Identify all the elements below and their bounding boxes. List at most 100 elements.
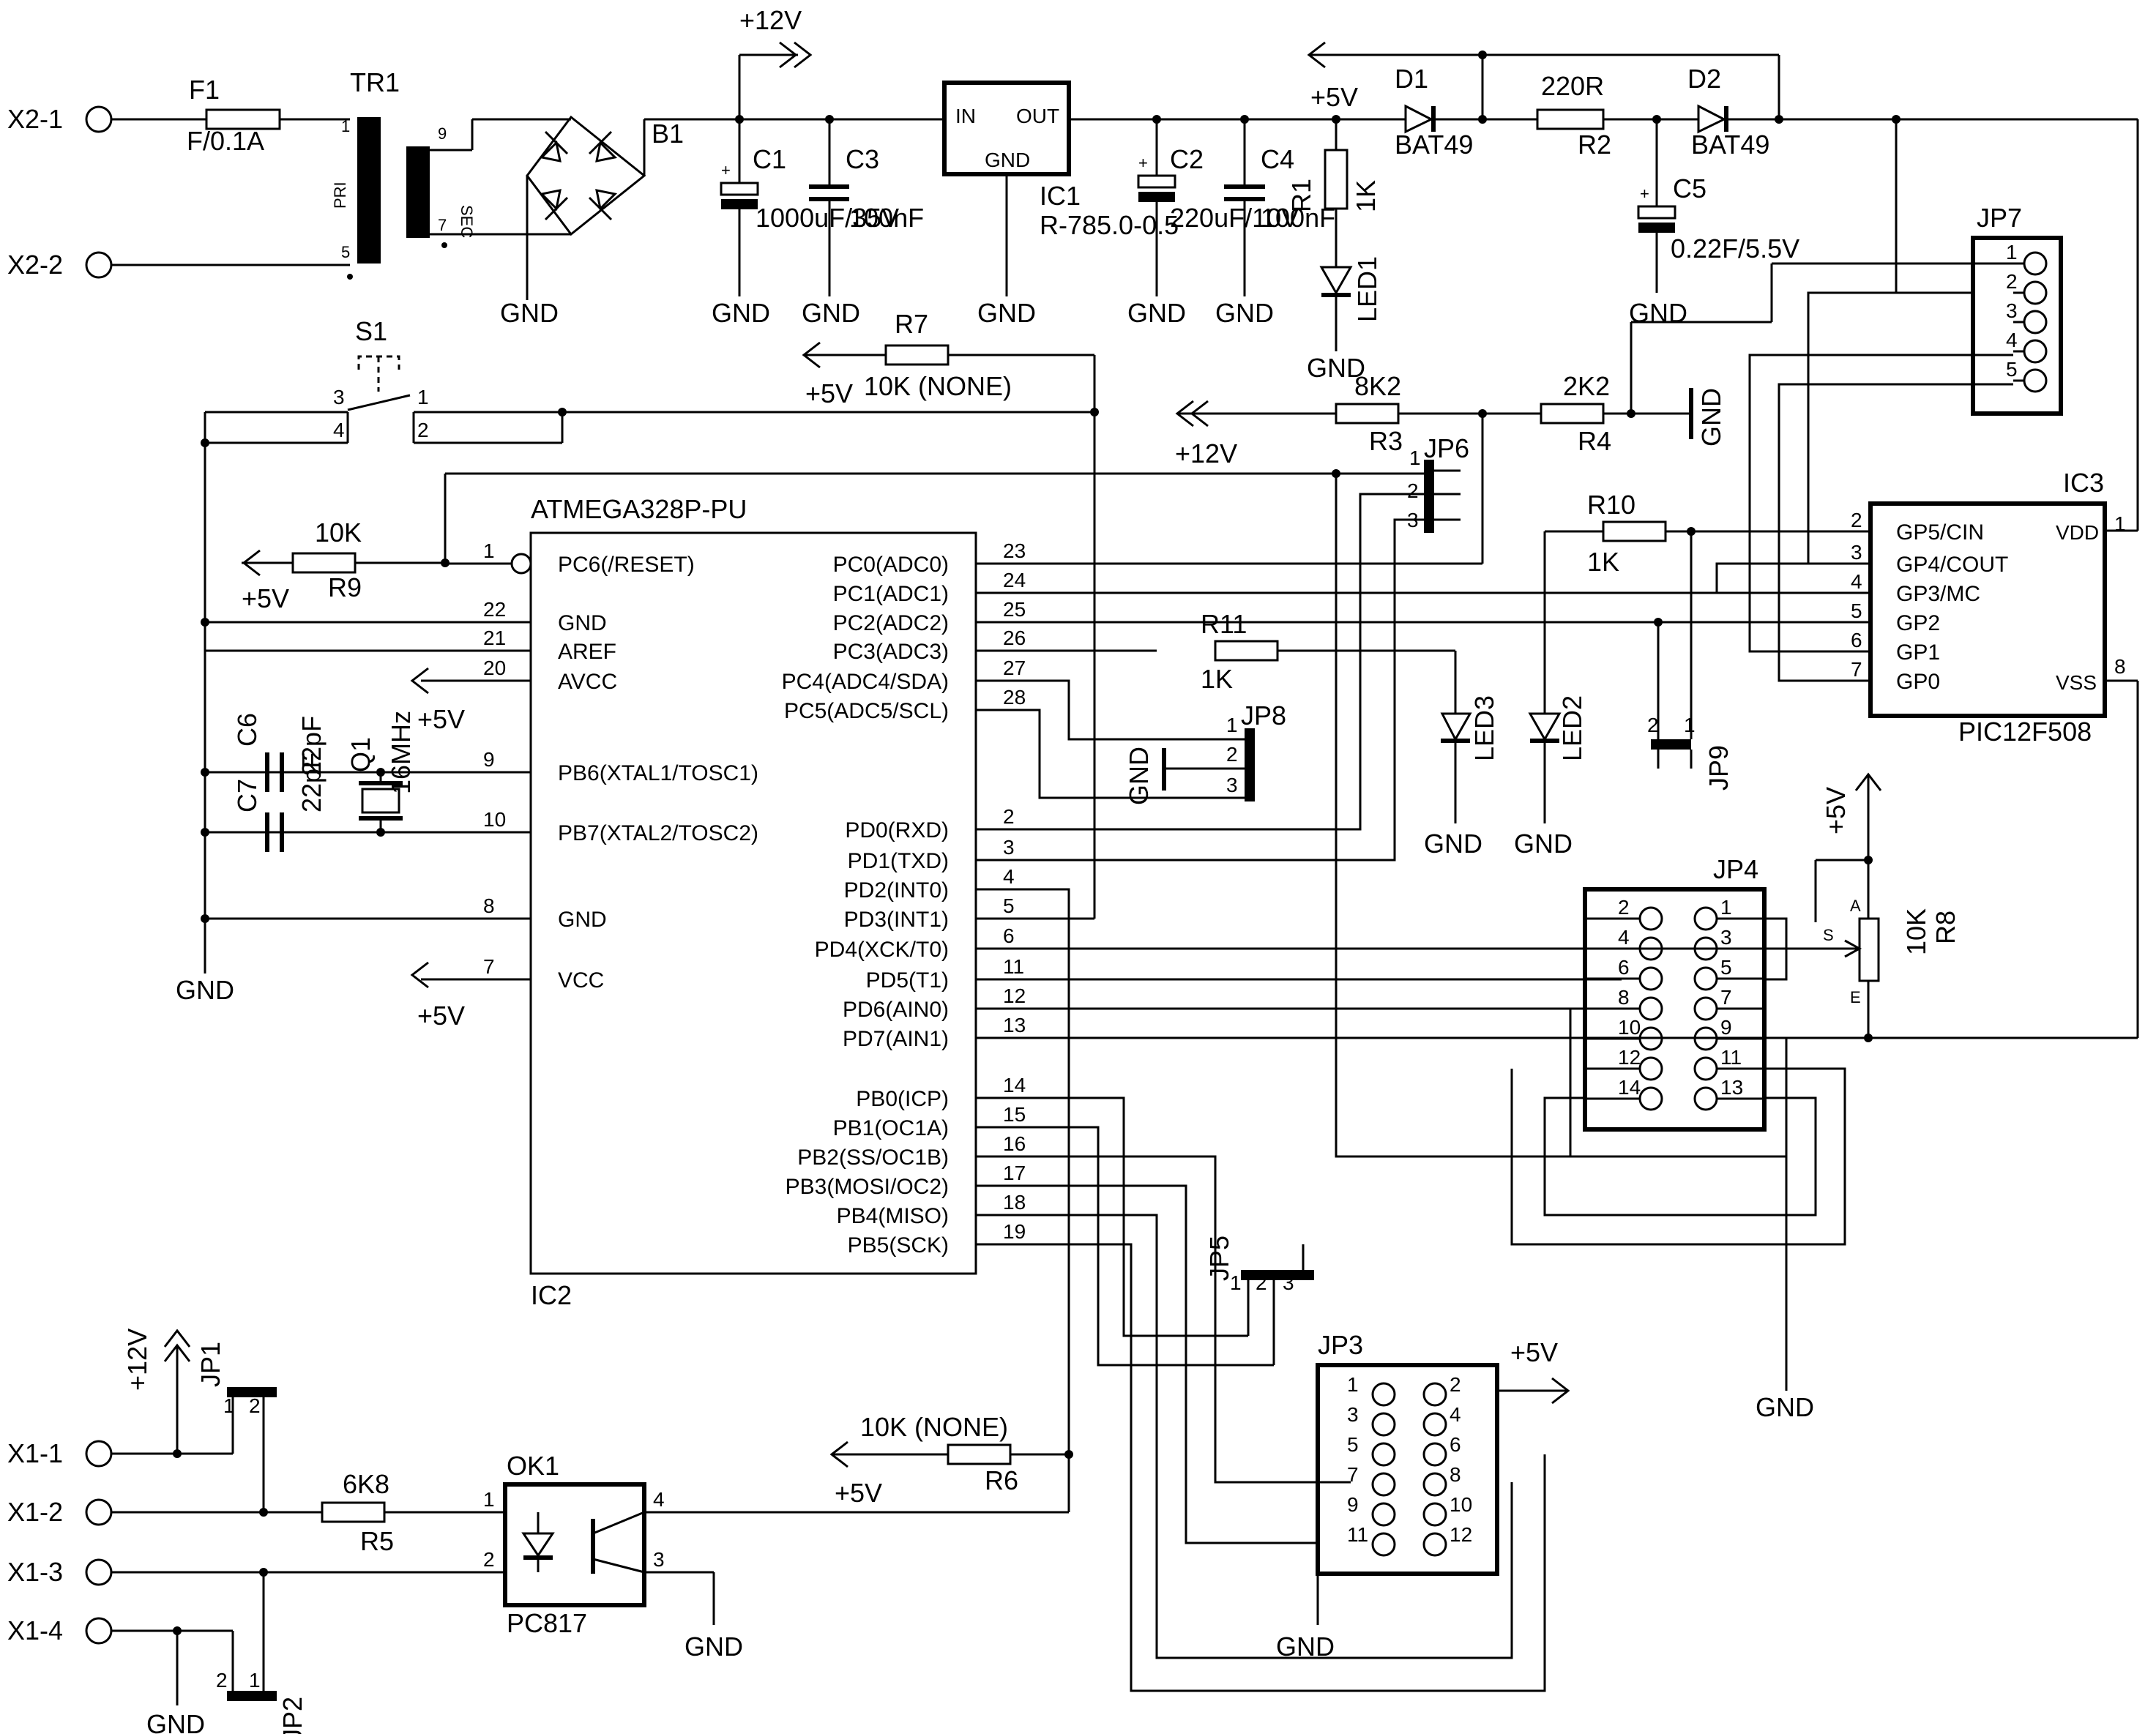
- svg-text:C7: C7: [232, 779, 262, 812]
- svg-text:GND: GND: [1629, 298, 1687, 328]
- svg-text:3: 3: [653, 1548, 665, 1571]
- switch-s1: S1 3 1 4 2: [201, 316, 1094, 447]
- ic2-pin-label: PD7(AIN1): [843, 1027, 949, 1051]
- capacitor-c3: C3 100nF GND: [802, 119, 924, 328]
- svg-text:PIC12F508: PIC12F508: [1958, 717, 2092, 747]
- svg-text:OUT: OUT: [1016, 105, 1059, 127]
- jp4-pin-number: 9: [1720, 1016, 1732, 1039]
- ic2-pin-number: 4: [1003, 865, 1015, 888]
- jp3-pin-number: 5: [1347, 1433, 1359, 1456]
- jp4-pin: [1638, 1086, 1663, 1111]
- svg-text:7: 7: [438, 216, 447, 234]
- jp3-pin-number: 4: [1450, 1403, 1461, 1426]
- svg-text:220uF/10V: 220uF/10V: [1170, 203, 1299, 233]
- ic3-pin-number: 6: [1851, 629, 1862, 651]
- svg-text:+5V: +5V: [417, 1001, 465, 1031]
- jp4-pin: [1693, 996, 1718, 1021]
- diode-d2: D2 BAT49: [1687, 64, 2138, 160]
- jp7-pin-number: 5: [2006, 358, 2018, 381]
- ic2-pin-label: PD4(XCK/T0): [815, 938, 949, 962]
- jp7-pin-number: 3: [2006, 299, 2018, 322]
- svg-text:8: 8: [2114, 655, 2126, 678]
- connector-label: X2-1: [7, 104, 63, 134]
- ic3-pin-label: GP0: [1896, 670, 1940, 694]
- svg-text:GND: GND: [1215, 298, 1274, 328]
- svg-text:+12V: +12V: [1175, 438, 1237, 468]
- svg-text:R5: R5: [360, 1526, 394, 1556]
- ic3-pin-number: 2: [1851, 509, 1862, 531]
- svg-text:1: 1: [1409, 446, 1421, 469]
- ic2-pin-number: 12: [1003, 984, 1026, 1007]
- ic3-pin-label: GP5/CIN: [1896, 520, 1984, 545]
- svg-text:D2: D2: [1687, 64, 1721, 94]
- svg-text:4: 4: [653, 1488, 665, 1511]
- svg-text:LED1: LED1: [1352, 256, 1382, 322]
- svg-text:100nF: 100nF: [849, 203, 924, 233]
- ic3-pin-number: 5: [1851, 599, 1862, 622]
- svg-text:PC817: PC817: [507, 1608, 587, 1638]
- jp3-pin: [1371, 1442, 1396, 1467]
- ic2-pin-label: PC0(ADC0): [833, 553, 949, 577]
- ic2-pin-label: PC4(ADC4/SDA): [782, 670, 949, 694]
- ic2-pin-number: 25: [1003, 598, 1026, 621]
- svg-text:3: 3: [1226, 774, 1238, 796]
- resistor-r7: R7 10K (NONE) +5V: [802, 309, 1099, 919]
- svg-text:SEC: SEC: [458, 205, 476, 238]
- jp4-pin: [1638, 966, 1663, 991]
- ic2-pin-label: PB3(MOSI/OC2): [786, 1175, 949, 1199]
- ic2-pin-label: VCC: [558, 968, 604, 993]
- resistor-r9: 10K R9 +5V: [242, 474, 450, 613]
- svg-text:JP3: JP3: [1318, 1330, 1363, 1360]
- svg-text:R8: R8: [1931, 911, 1961, 944]
- jp3-pin: [1422, 1472, 1447, 1497]
- ic2-pin-number: 2: [1003, 805, 1015, 828]
- ic2-pin-number: 8: [483, 894, 495, 917]
- svg-text:E: E: [1850, 988, 1861, 1006]
- ic2-pin-number: 3: [1003, 836, 1015, 859]
- ic2-pin-label: PB0(ICP): [856, 1087, 949, 1111]
- svg-text:1: 1: [2114, 512, 2126, 535]
- ic2-pin-label: PC3(ADC3): [833, 640, 949, 664]
- ic3-pin-label: GP2: [1896, 611, 1940, 635]
- diode-d1: D1 BAT49: [1395, 64, 1537, 160]
- svg-text:GND: GND: [685, 1632, 743, 1662]
- svg-text:JP7: JP7: [1977, 203, 2022, 233]
- jp4-pin: [1693, 1086, 1718, 1111]
- capacitor-c4: C4 100nF GND: [1215, 119, 1335, 328]
- svg-text:BAT49: BAT49: [1691, 130, 1769, 160]
- svg-text:C6: C6: [232, 713, 262, 747]
- ic2-pin-label: PB1(OC1A): [833, 1116, 949, 1140]
- svg-text:1K: 1K: [1351, 180, 1381, 212]
- svg-text:IC3: IC3: [2063, 468, 2104, 498]
- jp3-pin-number: 12: [1450, 1523, 1472, 1546]
- svg-text:0.22F/5.5V: 0.22F/5.5V: [1671, 233, 1799, 264]
- regulator-ic1: IN OUT GND GND IC1 R-785.0-0.5: [942, 81, 1179, 328]
- ic2-pin-number: 14: [1003, 1074, 1026, 1096]
- svg-text:3: 3: [333, 386, 345, 408]
- svg-text:GND: GND: [1276, 1632, 1335, 1662]
- svg-text:8K2: 8K2: [1354, 371, 1401, 401]
- svg-text:2K2: 2K2: [1563, 371, 1610, 401]
- jp4-pin-number: 10: [1618, 1016, 1641, 1039]
- jp4-pin: [1638, 996, 1663, 1021]
- ic2-pin-number: 17: [1003, 1162, 1026, 1184]
- jp4-pin-number: 5: [1720, 956, 1732, 979]
- connector-x1-3: X1-3: [7, 1557, 113, 1587]
- jp4-pin-number: 12: [1618, 1046, 1641, 1069]
- svg-text:1: 1: [417, 386, 429, 408]
- ic2-pin-label: PD6(AIN0): [843, 998, 949, 1022]
- jp3-pin-number: 8: [1450, 1463, 1461, 1486]
- jp3-pin: [1422, 1412, 1447, 1437]
- resistor-r6: 10K (NONE) R6 +5V: [829, 1412, 1073, 1512]
- ic3-pin-label: GP3/MC: [1896, 582, 1980, 606]
- ic2-pin-label: PD1(TXD): [848, 849, 949, 873]
- capacitor-c2: + C2 220uF/10V GND: [1127, 119, 1299, 328]
- ic2-pin-number: 15: [1003, 1103, 1026, 1126]
- connector-x1-4: X1-4: [7, 1615, 113, 1645]
- svg-text:1: 1: [1230, 1271, 1242, 1294]
- svg-text:GND: GND: [1696, 388, 1726, 446]
- svg-text:R11: R11: [1201, 609, 1247, 639]
- ic2-pin-number: 11: [1003, 955, 1024, 978]
- svg-text:+: +: [1640, 184, 1649, 203]
